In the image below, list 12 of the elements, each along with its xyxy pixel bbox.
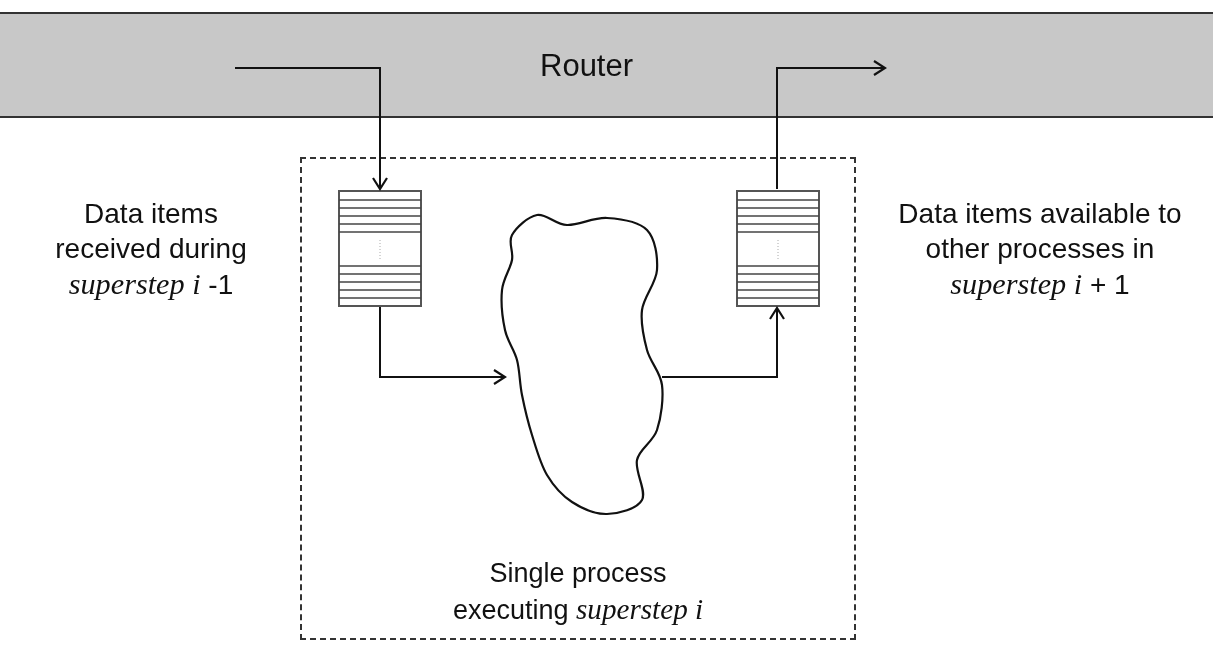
- arrow: [234, 67, 389, 191]
- process-caption: Single process executing superstep i: [451, 557, 705, 627]
- annotation-text: Data items received during superstep i -1: [54, 197, 248, 303]
- router-label: Router: [540, 48, 634, 84]
- annotation-text: Data items available to other processes in superstep i + 1: [897, 197, 1183, 303]
- arrow: [661, 306, 786, 378]
- arrow: [379, 306, 507, 386]
- process-boundary: [300, 157, 856, 640]
- arrow: [776, 59, 887, 190]
- queue-buffer: [736, 190, 820, 307]
- router-band: [0, 12, 1213, 118]
- queue-buffer: [338, 190, 422, 307]
